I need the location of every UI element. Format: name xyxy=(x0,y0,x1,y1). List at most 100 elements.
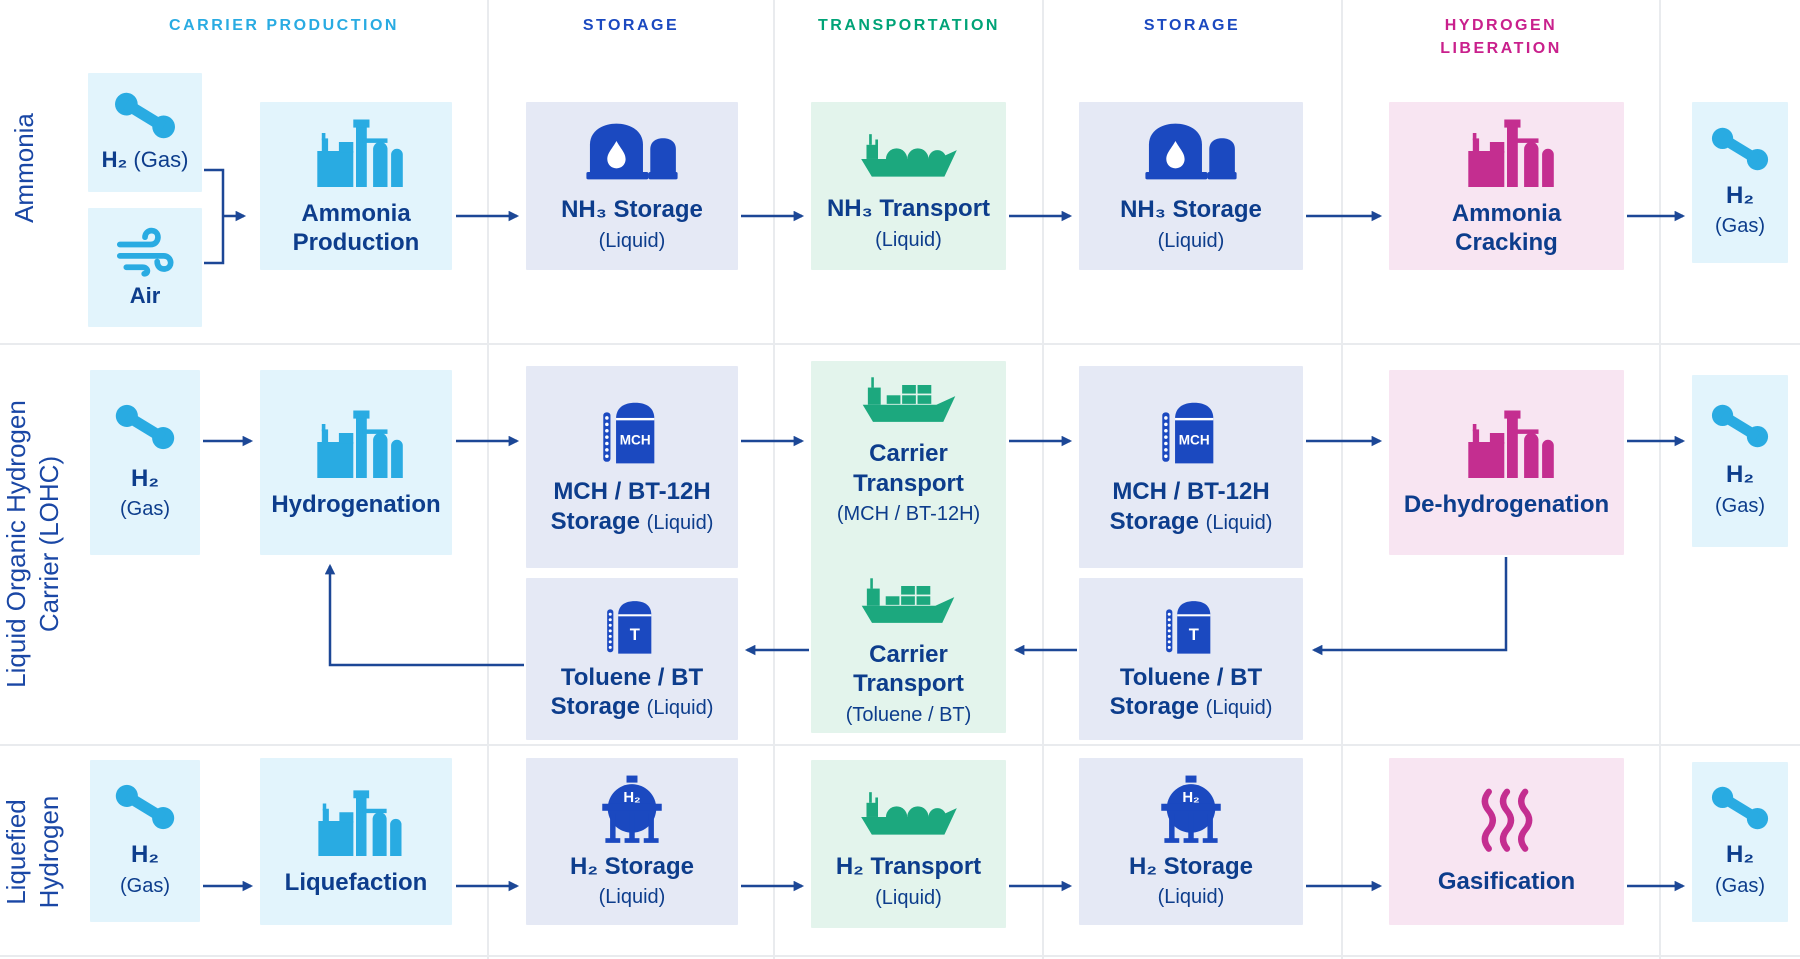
toluene-storage-right-box: T Toluene / BT Storage (Liquid) xyxy=(1079,578,1303,740)
input-title: H₂ xyxy=(131,841,159,869)
carrier-transport-toluene-group: Carrier Transport (Toluene / BT) xyxy=(845,568,972,727)
box-title-line1: Toluene / BT xyxy=(1119,663,1263,691)
box-title: De-hydrogenation xyxy=(1403,490,1610,518)
mch-tank-icon: MCH xyxy=(1151,398,1231,465)
box-title-line1: Toluene / BT xyxy=(560,663,704,691)
box-title-line1: MCH / BT-12H xyxy=(553,478,711,506)
air-input-box: Air xyxy=(88,208,202,327)
gas-text: (Gas) xyxy=(133,146,189,172)
output-subtitle: (Gas) xyxy=(1715,494,1765,517)
lng-ship-icon xyxy=(859,120,959,182)
box-title: Liquefaction xyxy=(284,868,428,896)
storage-tanks-icon xyxy=(585,119,679,183)
storage-word: Storage xyxy=(1109,507,1199,535)
mch-storage-1-box: MCH MCH / BT-12H Storage (Liquid) xyxy=(526,366,738,568)
header-carrier-production: CARRIER PRODUCTION xyxy=(169,17,399,34)
box-title: Gasification xyxy=(1437,867,1576,895)
h2-molecule-icon xyxy=(115,404,175,450)
row-label-lh2-line2: Hydrogen xyxy=(33,795,64,909)
header-storage-2: STORAGE xyxy=(1143,17,1241,34)
transport-title-line2: Transport xyxy=(853,469,964,497)
box-subtitle: (Liquid) xyxy=(875,228,942,251)
liquid-word: (Liquid) xyxy=(1205,511,1273,534)
storage-word: Storage xyxy=(1109,693,1199,720)
nh3-storage-2-box: NH₃ Storage (Liquid) xyxy=(1079,102,1303,270)
transport-subtitle: (Toluene / BT) xyxy=(845,703,972,726)
header-transportation: TRANSPORTATION xyxy=(818,17,1000,34)
box-title-line1: Ammonia xyxy=(301,199,411,227)
row-label-lh2-line1: Liquefied xyxy=(1,799,31,905)
box-title: NH₃ Storage xyxy=(561,196,703,224)
output-title: H₂ xyxy=(1726,461,1754,489)
ammonia-cracking-box: Ammonia Cracking xyxy=(1389,102,1624,270)
input-title: H₂ xyxy=(131,464,159,492)
factory-icon xyxy=(308,406,404,478)
liquefaction-box: Liquefaction xyxy=(260,758,452,925)
toluene-tank-icon: T xyxy=(1155,597,1227,655)
liquid-word: (Liquid) xyxy=(1205,697,1273,719)
sphere-tank-icon: H₂ xyxy=(1151,774,1231,846)
box-subtitle: (Liquid) xyxy=(1157,229,1225,252)
output-subtitle: (Gas) xyxy=(1715,874,1765,897)
container-ship-icon xyxy=(858,568,958,628)
transport-title-line2: Transport xyxy=(853,670,964,698)
row-divider xyxy=(0,744,1800,746)
box-subtitle: (Liquid) xyxy=(598,886,666,909)
toluene-tank-icon: T xyxy=(596,597,668,655)
transport-title-line1: Carrier xyxy=(869,641,948,668)
h2-storage-1-box: H₂ H₂ Storage (Liquid) xyxy=(526,758,738,925)
hydrogenation-box: Hydrogenation xyxy=(260,370,452,555)
factory-icon xyxy=(1459,115,1555,187)
toluene-tank-label: T xyxy=(1189,625,1199,644)
input-label: H₂ (Gas) xyxy=(102,147,189,173)
lng-ship-icon xyxy=(859,778,959,840)
heat-waves-icon xyxy=(1476,787,1538,855)
h2-molecule-icon xyxy=(1711,127,1769,171)
column-divider xyxy=(487,0,489,959)
header-hydrogen-liberation-line2: LIBERATION xyxy=(1440,40,1562,58)
row-divider xyxy=(0,343,1800,345)
sphere-tank-icon: H₂ xyxy=(592,774,672,846)
h2-storage-2-box: H₂ H₂ Storage (Liquid) xyxy=(1079,758,1303,925)
h2-text: H₂ xyxy=(101,146,128,172)
input-subtitle: (Gas) xyxy=(120,874,170,897)
ammonia-production-box: Ammonia Production xyxy=(260,102,452,270)
box-title-line2: Production xyxy=(292,229,420,256)
row-label-lohc-line1: Liquid Organic Hydrogen xyxy=(1,400,31,688)
factory-icon xyxy=(308,115,404,187)
h2-air-merge-bracket xyxy=(204,168,225,265)
box-title: Hydrogenation xyxy=(271,490,441,518)
h2-gas-output-box: H₂ (Gas) xyxy=(1692,762,1788,922)
container-ship-icon xyxy=(859,367,959,427)
row-label-ammonia: Ammonia xyxy=(9,113,39,223)
mch-storage-2-box: MCH MCH / BT-12H Storage (Liquid) xyxy=(1079,366,1303,568)
column-divider xyxy=(1042,0,1044,959)
h2-molecule-icon xyxy=(1711,404,1769,448)
box-title-line1: Ammonia xyxy=(1451,199,1562,227)
h2-gas-input-box: H₂ (Gas) xyxy=(90,760,200,922)
header-hydrogen-liberation: HYDROGEN LIBERATION xyxy=(1301,14,1701,60)
factory-icon xyxy=(309,786,403,856)
box-subtitle: (Liquid) xyxy=(1157,886,1225,909)
box-title: H₂ Storage xyxy=(569,852,695,880)
factory-icon xyxy=(1459,406,1555,478)
box-title-line2: Storage (Liquid) xyxy=(1110,507,1273,536)
box-title: NH₃ Transport xyxy=(826,195,991,223)
carrier-transport-mch-group: Carrier Transport (MCH / BT-12H) xyxy=(837,367,980,526)
storage-word: Storage xyxy=(550,693,640,720)
box-title: H₂ Storage xyxy=(1128,852,1254,880)
box-title-line2: Storage (Liquid) xyxy=(1110,692,1273,721)
column-divider xyxy=(773,0,775,959)
h2-gas-input-box: H₂ (Gas) xyxy=(88,73,202,192)
h2-transport-box: H₂ Transport (Liquid) xyxy=(811,760,1006,928)
output-subtitle: (Gas) xyxy=(1715,215,1765,238)
column-divider xyxy=(1341,0,1343,959)
h2-gas-output-box: H₂ (Gas) xyxy=(1692,375,1788,547)
storage-tanks-icon xyxy=(1144,119,1238,183)
transport-subtitle: (MCH / BT-12H) xyxy=(836,503,981,525)
row-divider xyxy=(0,955,1800,957)
output-title: H₂ xyxy=(1726,181,1754,209)
h2-molecule-icon xyxy=(115,784,175,830)
gasification-box: Gasification xyxy=(1389,758,1624,925)
